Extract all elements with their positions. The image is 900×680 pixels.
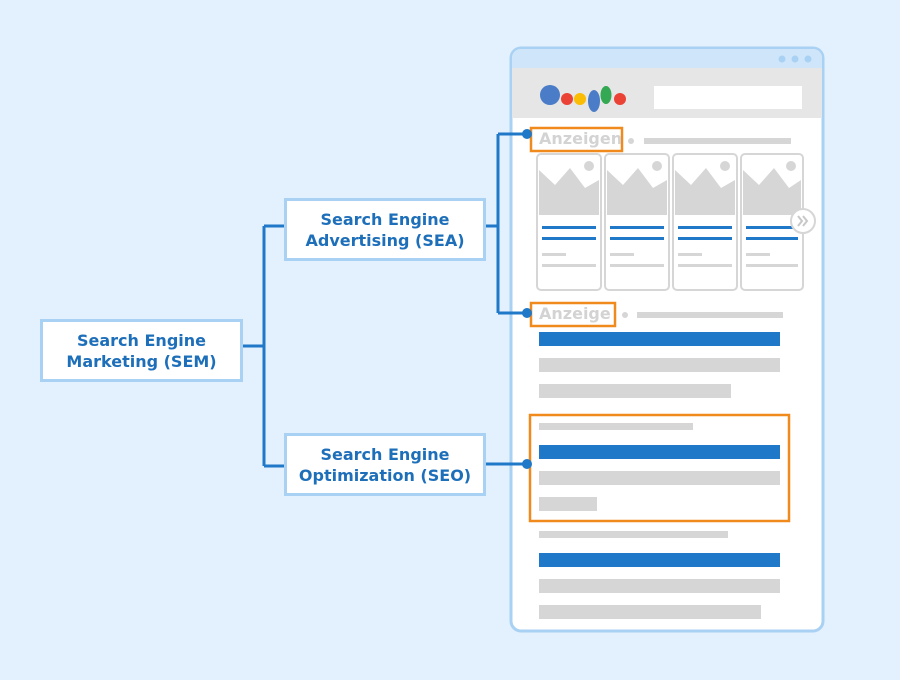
organic-result-text (539, 497, 597, 511)
node-label: Search Engine Optimization (SEO) (298, 444, 472, 485)
separator-dot (628, 138, 634, 144)
tree-connectors (243, 132, 527, 468)
connector-endpoint-dot (522, 129, 532, 139)
window-dot-icon (778, 55, 786, 63)
carousel-next-button[interactable] (790, 208, 816, 234)
organic-result-text (539, 579, 780, 593)
organic-result-text (539, 471, 780, 485)
text-placeholder (637, 312, 783, 318)
ad-card[interactable] (672, 153, 738, 291)
separator-dot (622, 312, 628, 318)
organic-result-url (539, 531, 728, 538)
text-placeholder (644, 138, 791, 144)
connector-endpoint-dot (522, 308, 532, 318)
shopping-ads-carousel (536, 153, 816, 291)
logo-dot-icon (561, 93, 573, 105)
search-input[interactable] (654, 86, 802, 109)
node-label: Search Engine Advertising (SEA) (305, 209, 465, 250)
ads-label: Anzeigen (539, 129, 623, 148)
logo-dot-icon (574, 93, 586, 105)
node-label: Search Engine Marketing (SEM) (66, 330, 217, 371)
ad-result-title[interactable] (539, 332, 780, 346)
ad-result-text (539, 384, 731, 398)
organic-result-url (539, 423, 693, 430)
window-dot-icon (791, 55, 799, 63)
node-sea: Search Engine Advertising (SEA) (284, 198, 486, 261)
logo-dot-icon (614, 93, 626, 105)
logo-dot-icon (540, 85, 560, 105)
window-dot-icon (804, 55, 812, 63)
organic-result-text (539, 605, 761, 619)
ad-label: Anzeige (539, 304, 611, 323)
image-placeholder-icon (675, 168, 735, 215)
node-seo: Search Engine Optimization (SEO) (284, 433, 486, 496)
organic-result-title[interactable] (539, 553, 780, 567)
ad-card[interactable] (740, 153, 804, 291)
image-placeholder-icon (743, 168, 801, 215)
image-placeholder-icon (539, 168, 599, 215)
organic-result-title[interactable] (539, 445, 780, 459)
ad-card[interactable] (536, 153, 602, 291)
double-chevron-right-icon (797, 215, 809, 227)
node-sem: Search Engine Marketing (SEM) (40, 319, 243, 382)
logo-dot-icon (588, 90, 600, 112)
search-engine-logo-icon (540, 85, 626, 112)
logo-dot-icon (600, 86, 612, 104)
image-placeholder-icon (607, 168, 667, 215)
highlight-ads-label (529, 126, 624, 153)
ad-card[interactable] (604, 153, 670, 291)
ad-result-text (539, 358, 780, 372)
browser-titlebar (512, 49, 822, 68)
connector-endpoint-dot (522, 459, 532, 469)
